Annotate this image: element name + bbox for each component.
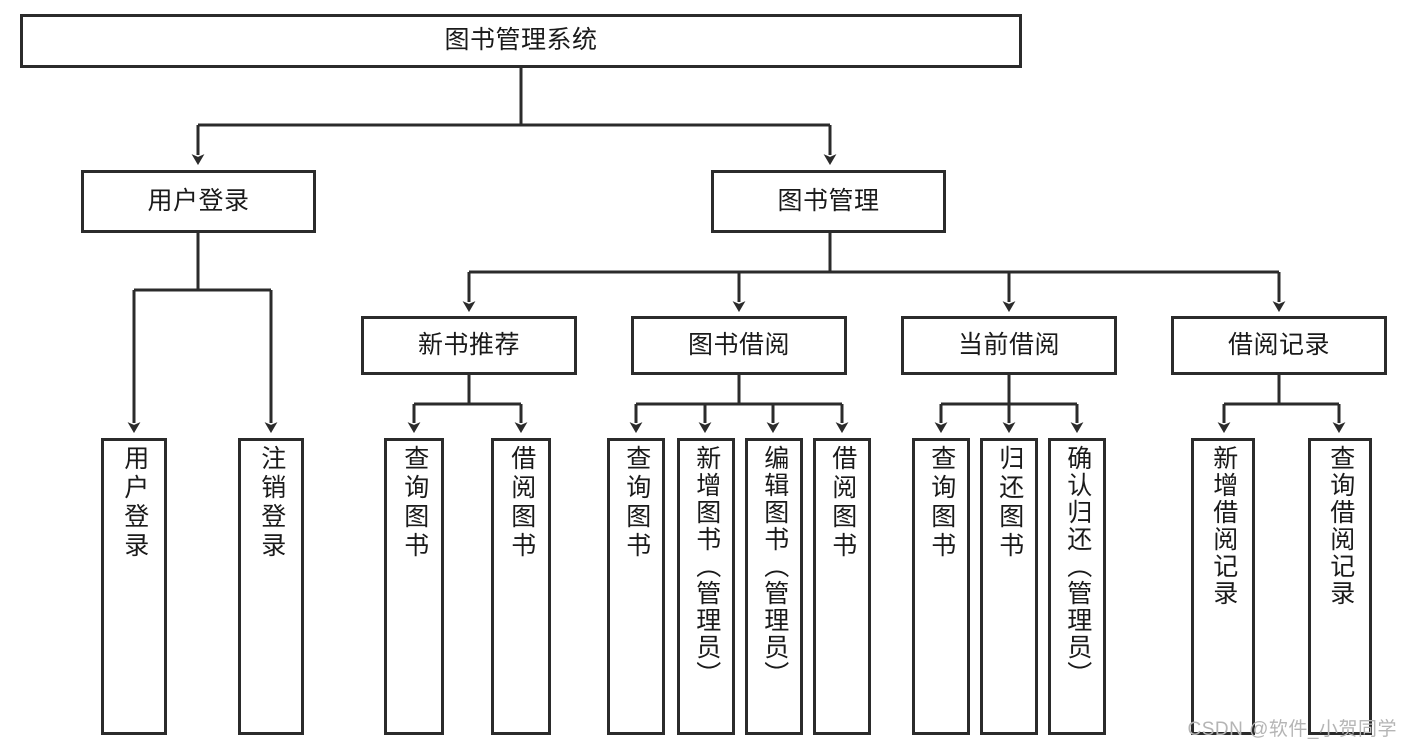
node-book-manage[interactable]: 图书管理	[711, 170, 946, 233]
node-borrow-record-label: 借阅记录	[1227, 330, 1330, 359]
node-leaf-query-borrow-record[interactable]: 查询借阅记录	[1308, 438, 1372, 735]
node-user-login-label: 用户登录	[147, 186, 250, 215]
node-leaf-query-book-1[interactable]: 查询图书	[384, 438, 444, 735]
node-leaf-user-login[interactable]: 用户登录	[101, 438, 167, 735]
node-leaf-query-book-2[interactable]: 查询图书	[607, 438, 665, 735]
node-leaf-add-borrow-record-label: 新增借阅记录	[1209, 445, 1238, 607]
node-leaf-add-book-admin[interactable]: 新增图书（管理员）	[677, 438, 735, 735]
watermark: CSDN @软件_小贺同学	[1187, 719, 1397, 740]
node-leaf-edit-book-admin-label: 编辑图书（管理员）	[760, 445, 789, 688]
node-leaf-borrow-book-2-label: 借阅图书	[828, 445, 857, 561]
node-leaf-query-borrow-record-label: 查询借阅记录	[1326, 445, 1355, 607]
node-current-borrow-label: 当前借阅	[957, 330, 1060, 359]
node-leaf-add-book-admin-label: 新增图书（管理员）	[692, 445, 721, 688]
node-leaf-query-book-2-label: 查询图书	[622, 445, 651, 561]
node-leaf-query-book-3-label: 查询图书	[927, 445, 956, 561]
node-leaf-confirm-return-admin[interactable]: 确认归还（管理员）	[1048, 438, 1106, 735]
node-book-manage-label: 图书管理	[777, 186, 880, 215]
node-leaf-logout-login[interactable]: 注销登录	[238, 438, 304, 735]
node-leaf-query-book-3[interactable]: 查询图书	[912, 438, 970, 735]
node-book-borrow[interactable]: 图书借阅	[631, 316, 847, 375]
node-root-label: 图书管理系统	[444, 26, 598, 55]
node-leaf-user-login-label: 用户登录	[120, 445, 149, 561]
node-leaf-confirm-return-admin-label: 确认归还（管理员）	[1063, 445, 1092, 688]
node-leaf-return-book[interactable]: 归还图书	[980, 438, 1038, 735]
node-leaf-query-book-1-label: 查询图书	[400, 445, 429, 561]
node-current-borrow[interactable]: 当前借阅	[901, 316, 1117, 375]
node-root[interactable]: 图书管理系统	[20, 14, 1022, 68]
node-leaf-logout-login-label: 注销登录	[257, 445, 286, 561]
node-book-borrow-label: 图书借阅	[687, 330, 790, 359]
node-leaf-return-book-label: 归还图书	[995, 445, 1024, 561]
node-new-book-recommend[interactable]: 新书推荐	[361, 316, 577, 375]
node-leaf-borrow-book-1-label: 借阅图书	[507, 445, 536, 561]
node-user-login[interactable]: 用户登录	[81, 170, 316, 233]
node-leaf-borrow-book-1[interactable]: 借阅图书	[491, 438, 551, 735]
node-leaf-add-borrow-record[interactable]: 新增借阅记录	[1191, 438, 1255, 735]
node-leaf-edit-book-admin[interactable]: 编辑图书（管理员）	[745, 438, 803, 735]
node-leaf-borrow-book-2[interactable]: 借阅图书	[813, 438, 871, 735]
node-borrow-record[interactable]: 借阅记录	[1171, 316, 1387, 375]
node-new-book-recommend-label: 新书推荐	[417, 330, 520, 359]
